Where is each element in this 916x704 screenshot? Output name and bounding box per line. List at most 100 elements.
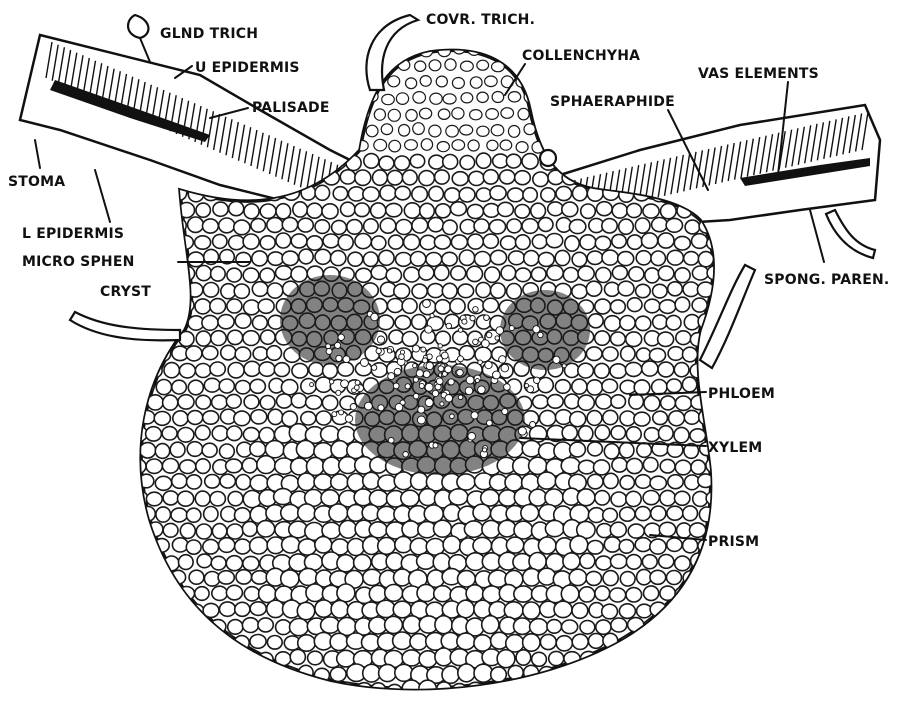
- cell: [662, 44, 674, 54]
- cell: [674, 236, 690, 250]
- cell: [474, 219, 489, 233]
- cell: [187, 508, 201, 522]
- vascular-cell: [405, 384, 410, 389]
- vascular-cell: [387, 349, 391, 353]
- cell: [252, 571, 268, 584]
- cell: [275, 681, 290, 696]
- cell: [492, 92, 504, 103]
- cell: [611, 682, 626, 696]
- cell: [450, 299, 465, 314]
- cell: [627, 298, 642, 312]
- cell: [667, 538, 682, 551]
- cell: [379, 156, 394, 170]
- cell: [140, 667, 156, 682]
- cell: [268, 252, 284, 265]
- cell: [483, 234, 498, 248]
- cell: [251, 410, 267, 424]
- cell: [458, 664, 475, 682]
- cell: [668, 347, 683, 361]
- cell: [581, 204, 596, 218]
- cell: [213, 234, 227, 248]
- vascular-cell: [430, 314, 434, 318]
- cell: [486, 109, 499, 120]
- cell: [155, 476, 171, 490]
- cell: [602, 250, 618, 265]
- cell: [674, 363, 689, 377]
- cell: [163, 395, 178, 410]
- cell: [276, 204, 291, 219]
- cell: [596, 268, 611, 283]
- cell: [388, 76, 400, 87]
- cell: [659, 555, 674, 569]
- cell: [597, 76, 608, 88]
- cell: [243, 428, 259, 442]
- cell: [466, 585, 483, 602]
- cell: [582, 110, 593, 122]
- cell: [194, 684, 210, 698]
- cell: [218, 315, 234, 329]
- cell: [149, 618, 164, 633]
- cell: [212, 651, 227, 664]
- cell: [245, 45, 257, 56]
- cell: [235, 347, 251, 361]
- cell: [659, 426, 674, 441]
- cell: [596, 651, 611, 665]
- cell: [130, 587, 146, 601]
- cell: [644, 428, 659, 442]
- cell: [236, 570, 252, 584]
- vascular-cell: [538, 332, 543, 337]
- vascular-cell: [485, 361, 492, 368]
- vascular-cell: [458, 328, 462, 332]
- cell: [620, 443, 634, 458]
- cell: [612, 203, 627, 218]
- cell: [516, 142, 528, 153]
- cell: [429, 125, 441, 137]
- cell: [379, 250, 394, 265]
- cell: [197, 554, 212, 568]
- cell: [651, 251, 666, 266]
- cell: [218, 571, 234, 584]
- cell: [282, 251, 298, 265]
- cell: [692, 651, 707, 665]
- cell: [211, 331, 226, 346]
- cell: [442, 666, 459, 683]
- cell: [382, 94, 395, 104]
- cell: [468, 44, 480, 55]
- cell: [308, 651, 323, 665]
- cell: [315, 185, 330, 200]
- cell: [172, 474, 187, 489]
- cell: [293, 202, 308, 217]
- cell: [258, 618, 273, 632]
- cell: [332, 61, 344, 71]
- cell: [620, 411, 635, 426]
- cell: [148, 203, 164, 217]
- cell: [451, 235, 467, 249]
- cell: [124, 476, 139, 491]
- vascular-cell: [354, 385, 359, 390]
- cell: [642, 233, 658, 248]
- cell: [389, 330, 404, 344]
- cell: [650, 476, 666, 490]
- cell: [572, 603, 588, 618]
- cell: [146, 459, 162, 473]
- cell: [628, 618, 644, 632]
- cell: [653, 411, 668, 424]
- cell: [146, 588, 162, 602]
- cell: [178, 428, 194, 443]
- cell: [436, 204, 451, 218]
- cell: [461, 61, 474, 71]
- cell: [156, 572, 172, 587]
- cell: [395, 664, 413, 681]
- cell: [612, 651, 628, 666]
- cell: [203, 187, 218, 200]
- vascular-cell: [336, 390, 341, 395]
- cell: [541, 188, 555, 202]
- cell: [667, 379, 682, 393]
- cell: [545, 521, 564, 537]
- cell: [296, 440, 314, 458]
- cell: [385, 616, 403, 633]
- cell: [684, 410, 699, 424]
- cell: [234, 284, 249, 298]
- cell: [652, 667, 666, 682]
- vascular-cell: [419, 383, 424, 388]
